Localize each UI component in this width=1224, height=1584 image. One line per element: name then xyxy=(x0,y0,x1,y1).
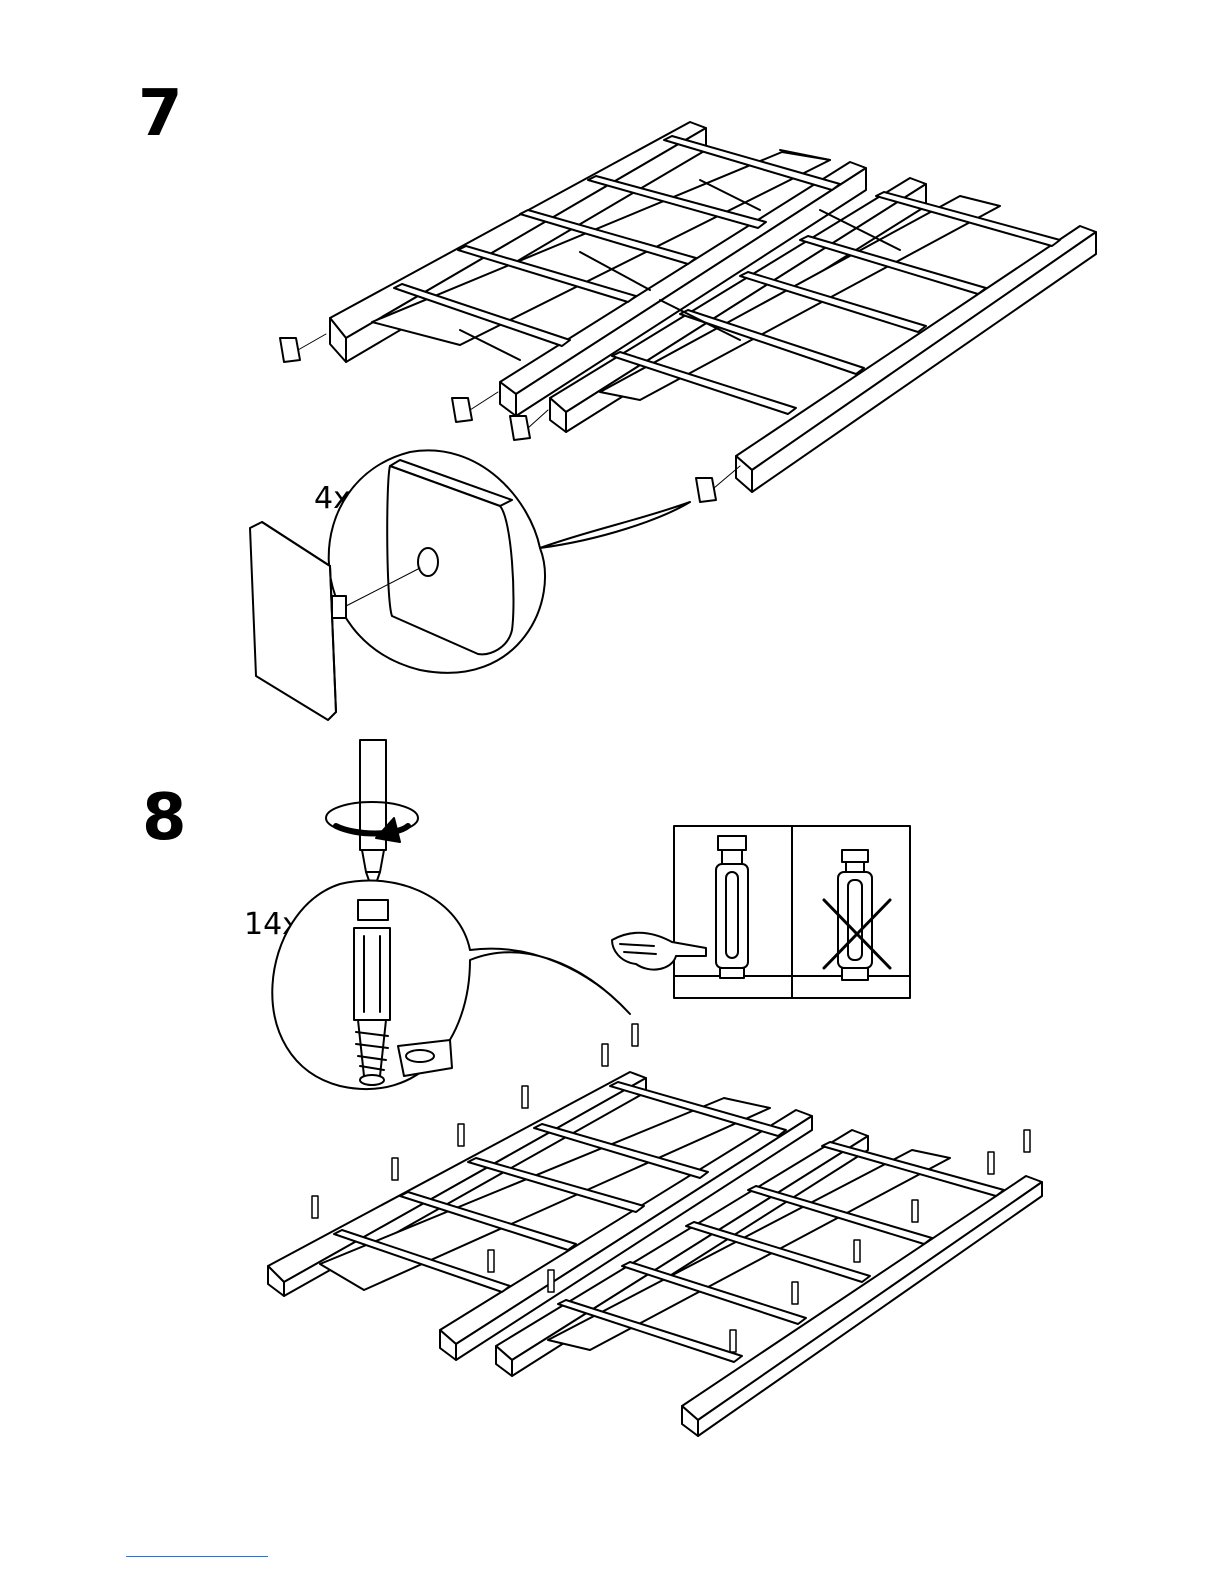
step-7-bed-frame-icon xyxy=(330,122,1096,492)
correct-incorrect-panel-icon xyxy=(612,826,910,998)
footer-rule xyxy=(126,1556,268,1557)
magnified-cap-icon xyxy=(250,450,690,720)
cam-dowel-icon xyxy=(272,881,630,1090)
screwdriver-icon xyxy=(360,740,386,892)
step-8-bed-frame-icon xyxy=(268,1072,1042,1436)
